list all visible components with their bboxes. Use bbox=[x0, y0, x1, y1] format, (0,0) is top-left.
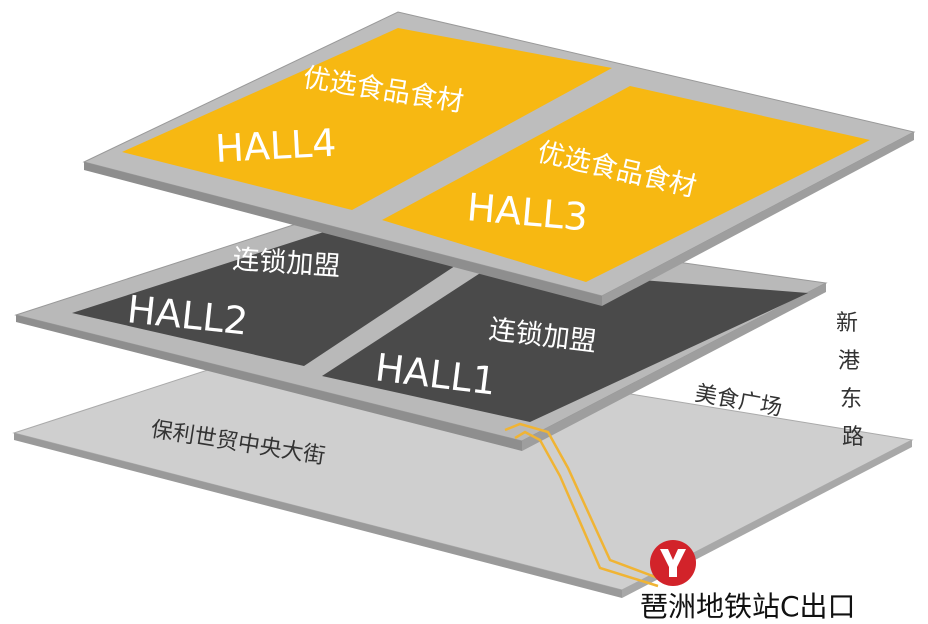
street-east-char-4: 路 bbox=[842, 425, 864, 450]
ground-plane-edge bbox=[14, 433, 622, 598]
street-east-char-3: 东 bbox=[840, 387, 862, 412]
hall4-block[interactable] bbox=[122, 28, 612, 210]
middle-floor-edge bbox=[16, 315, 522, 451]
hall3-label: HALL3 bbox=[465, 185, 589, 239]
top-floor-edge bbox=[84, 162, 602, 306]
hall1-block[interactable] bbox=[322, 268, 808, 422]
metro-logo-icon[interactable] bbox=[650, 540, 696, 586]
hall2-block[interactable] bbox=[72, 230, 476, 366]
metro-exit-label[interactable]: 琶洲地铁站C出口 bbox=[640, 590, 856, 623]
hall3-block[interactable] bbox=[382, 86, 870, 282]
top-floor-edge-right bbox=[602, 132, 914, 306]
metro-path-inner bbox=[514, 430, 659, 588]
street-east-char-2: 港 bbox=[838, 349, 860, 374]
hall4-label: HALL4 bbox=[214, 121, 337, 171]
hall2-zone-label: 连锁加盟 bbox=[232, 244, 342, 282]
middle-floor-edge-right bbox=[522, 283, 826, 451]
metro-path-outer bbox=[504, 422, 659, 580]
street-east-char-1: 新 bbox=[836, 311, 858, 336]
